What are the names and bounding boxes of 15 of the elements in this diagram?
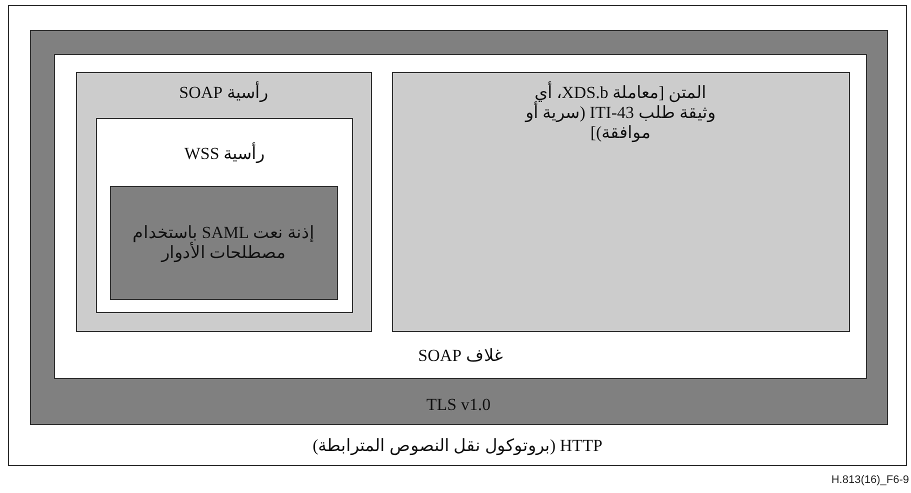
layer-box [392, 72, 850, 332]
box-title: رأسية WSS [184, 144, 265, 164]
layer-box [96, 118, 353, 313]
box-title: رأسية SOAP [179, 82, 268, 102]
layer-box [54, 54, 867, 379]
figure-number: H.813(16)_F6-9 [831, 474, 909, 486]
box-title: TLS v1.0 [426, 394, 491, 414]
layer-box [76, 72, 372, 332]
layer-box [110, 186, 338, 300]
layer-box [30, 30, 888, 424]
box-title: HTTP (بروتوكول نقل النصوص المترابطة) [312, 436, 602, 456]
box-title: غلاف SOAP [418, 346, 503, 366]
box-title: إذنة نعت SAML باستخدام مصطلحات الأدوار [132, 222, 316, 262]
box-title: المتن [معاملة XDS.b، أي وثيقة طلب ITI-43 (سرية أو موافقة)] [524, 82, 717, 142]
layer-box [8, 5, 907, 466]
